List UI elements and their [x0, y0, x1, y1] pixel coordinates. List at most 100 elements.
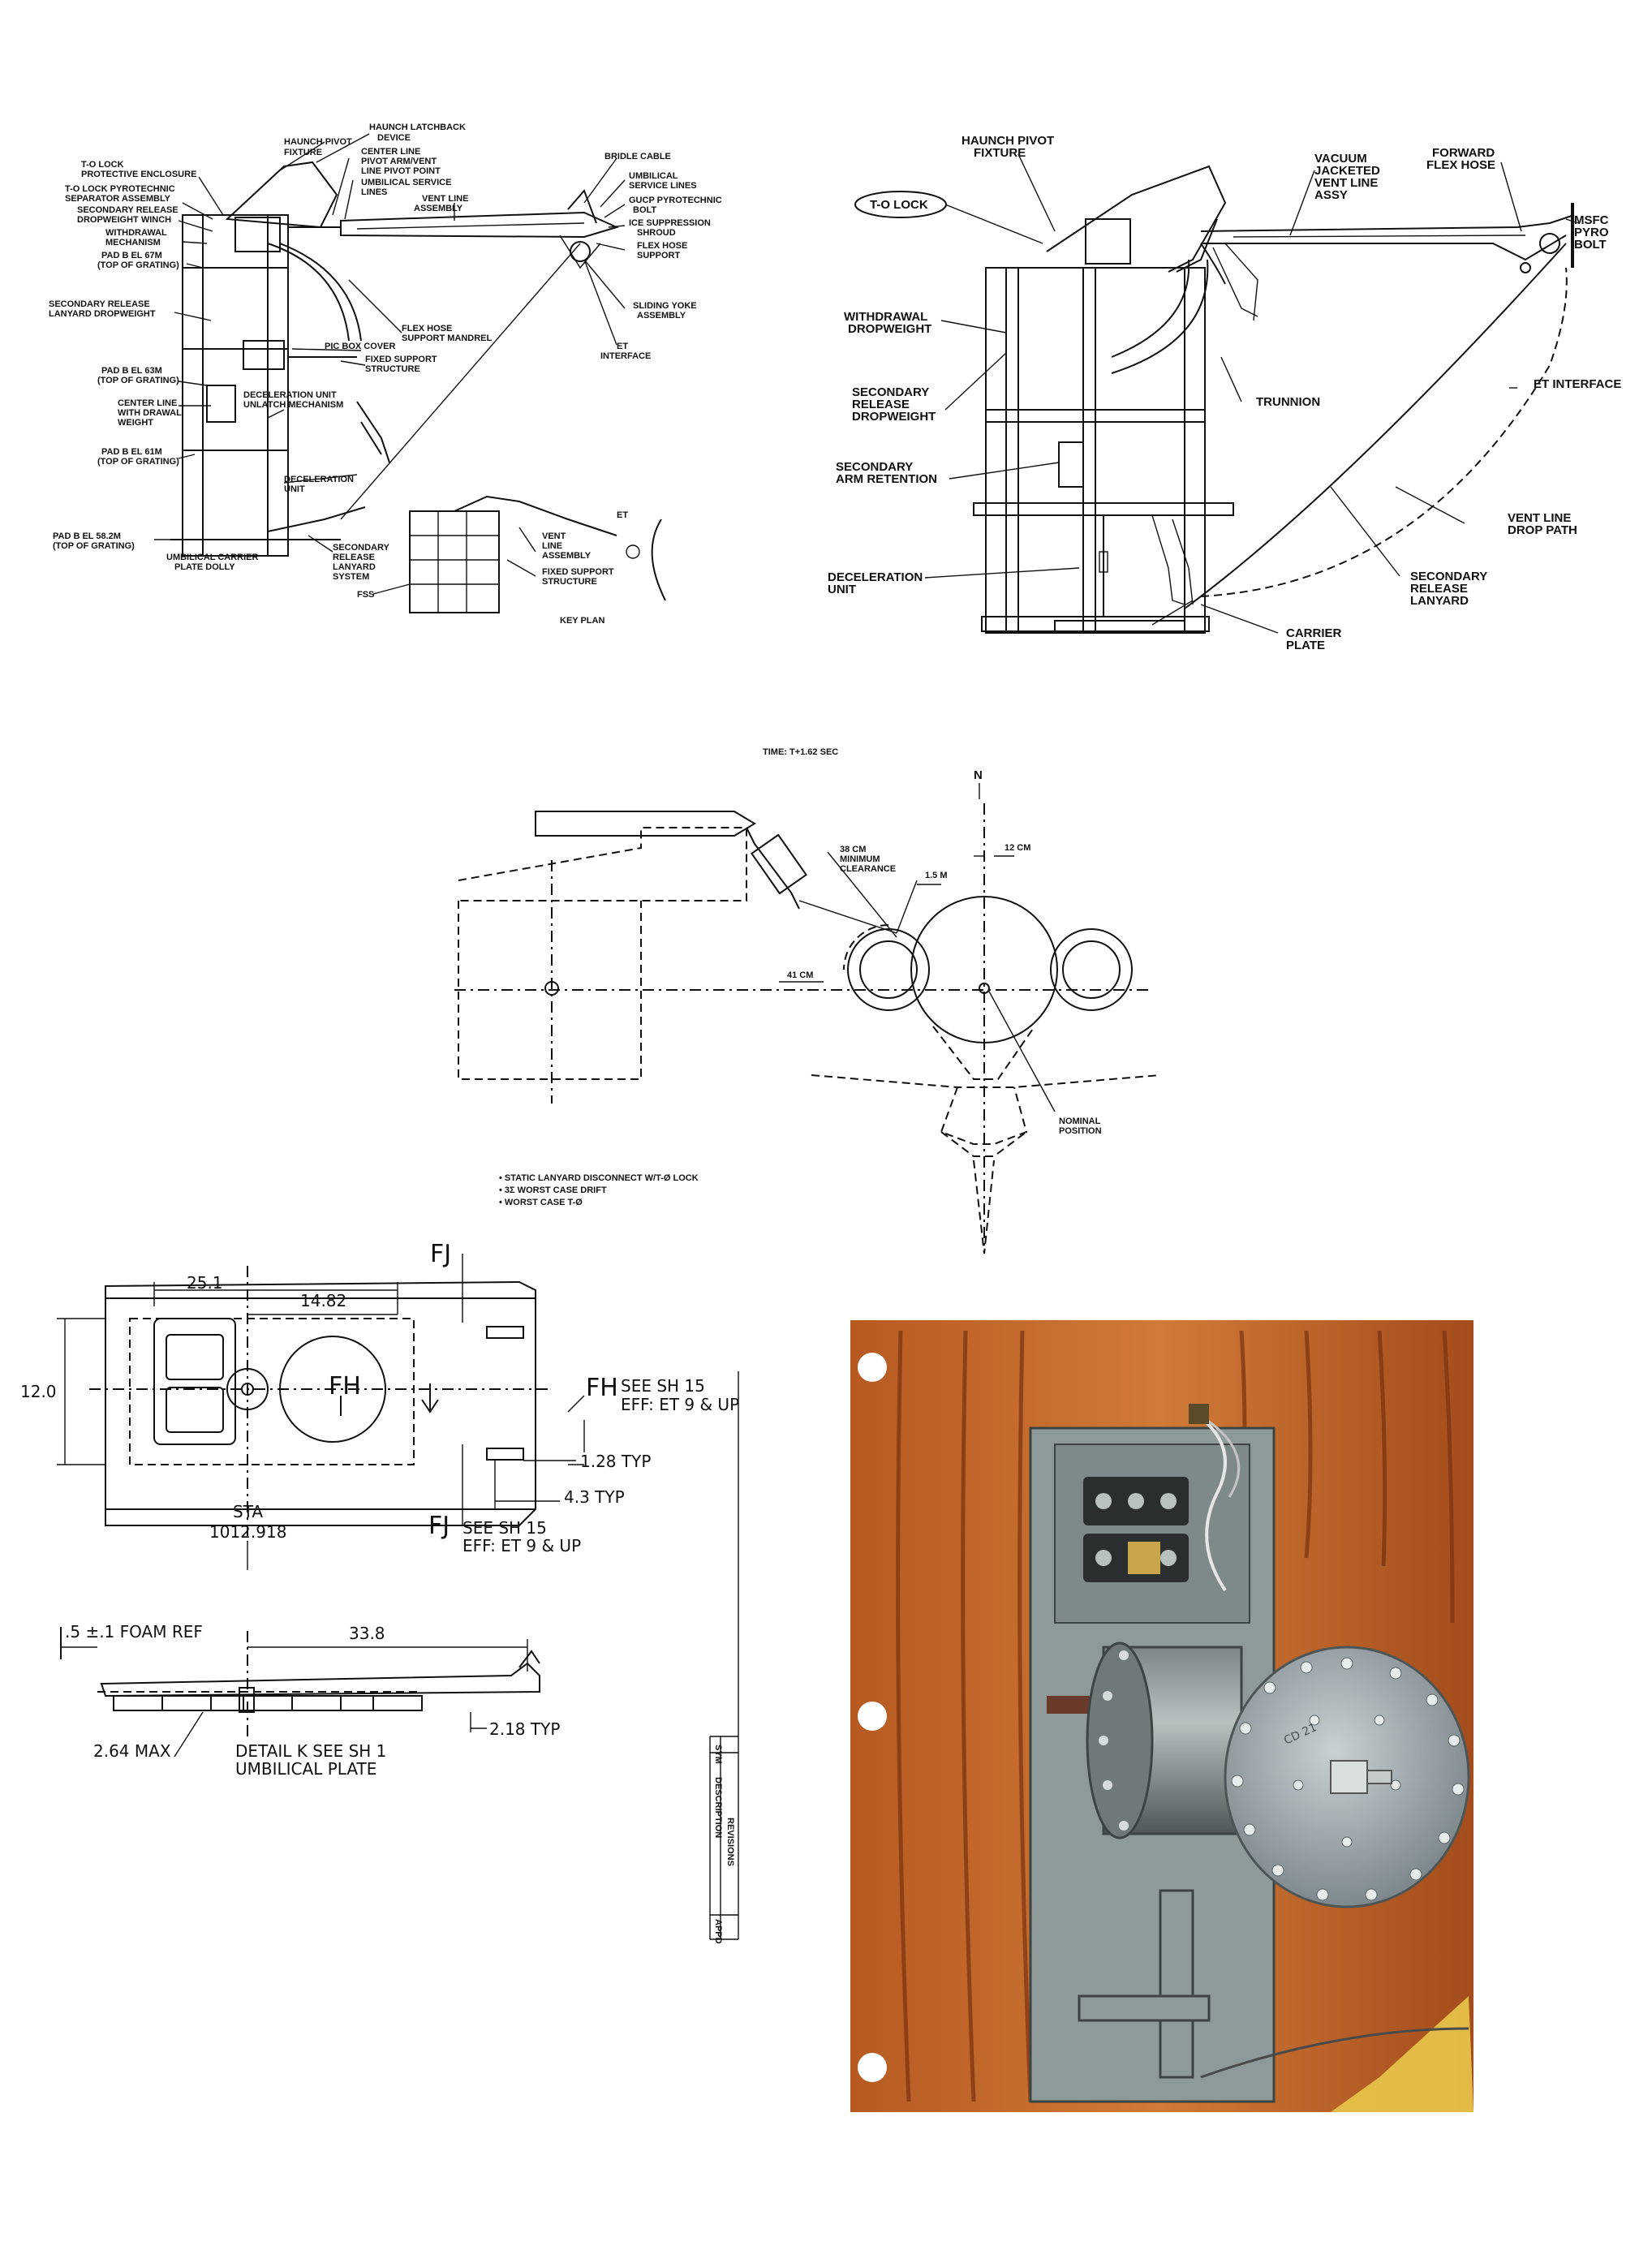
panel-b-drawing: HAUNCH PIVOT FIXTURE VACUUM JACKETED VEN…	[828, 134, 1621, 652]
label-a-33: PLATE DOLLY	[174, 562, 235, 572]
label-a-24: (TOP OF GRATING)	[97, 376, 179, 385]
label-b-27: LANYARD	[1410, 594, 1469, 608]
binder-hole-icon	[858, 2053, 887, 2082]
label-a-47: FLEX HOSE	[402, 324, 452, 333]
note-1: • 3σ WORST CASE DRIFT	[499, 1185, 607, 1195]
label-a-21: SECONDARY RELEASE	[49, 299, 150, 309]
binder-hole-icon	[858, 1702, 887, 1731]
dim-2-64: 2.64 MAX	[93, 1741, 171, 1761]
label-a-58: LANYARD	[333, 562, 376, 572]
label-b-6: FORWARD	[1432, 146, 1495, 160]
label-b-19: DECELERATION	[828, 570, 923, 584]
clearance-label-2: CLEARANCE	[840, 864, 896, 874]
label-a-19: PAD B EL 67m	[101, 251, 162, 260]
detail-k-2: UMBILICAL PLATE	[235, 1759, 376, 1779]
label-b-24: DROP PATH	[1508, 523, 1577, 537]
label-b-8: MSFC	[1574, 213, 1609, 227]
label-a-0: HAUNCH PIVOT	[284, 137, 352, 147]
fj-top-label: FJ	[430, 1240, 451, 1268]
label-a-30: PAD B EL 58.2m	[53, 531, 121, 541]
clearance-label-1: MINIMUM	[840, 854, 880, 864]
label-b-13: DROPWEIGHT	[848, 322, 931, 336]
label-a-27: WEIGHT	[118, 418, 153, 428]
label-a-18: MECHANISM	[105, 238, 161, 247]
label-a-16: DROPWEIGHT WINCH	[77, 215, 171, 225]
label-a-6: LINE PIVOT POINT	[361, 166, 441, 176]
label-b-0: HAUNCH PIVOT	[962, 134, 1054, 148]
label-b-11: T-O LOCK	[870, 198, 928, 212]
label-a-23: PAD B EL 63m	[101, 366, 162, 376]
label-b-2: VACUUM	[1314, 152, 1367, 166]
rev-label-1: DESCRIPTION	[713, 1777, 723, 1838]
label-a-59: SYSTEM	[333, 572, 369, 582]
label-a-60: VENT	[542, 531, 566, 541]
label-a-13: T-O LOCK PYROTECHNIC	[65, 184, 175, 194]
fj-note-2: EFF: ET 9 & UP	[462, 1536, 581, 1555]
label-b-20: UNIT	[828, 583, 856, 596]
foam-ref: .5 ±.1 FOAM REF	[65, 1622, 203, 1641]
label-a-40: SHROUD	[637, 228, 676, 238]
label-a-36: SERVICE LINES	[629, 181, 697, 191]
panel-a-drawing: HAUNCH PIVOT FIXTURE HAUNCH LATCHBACK DE…	[49, 123, 722, 626]
umbilical-plate-photo: CD 21	[850, 1320, 1473, 2112]
label-b-26: RELEASE	[1410, 582, 1468, 596]
label-a-11: T-O LOCK	[81, 160, 124, 170]
label-a-41: FLEX HOSE	[637, 241, 687, 251]
dim-33-8: 33.8	[349, 1624, 385, 1643]
sta-label: STA	[233, 1502, 263, 1521]
label-b-14: SECONDARY	[852, 385, 929, 399]
label-a-20: (TOP OF GRATING)	[97, 260, 179, 270]
label-b-25: SECONDARY	[1410, 570, 1487, 583]
label-a-44: ASSEMBLY	[637, 311, 686, 321]
label-a-12: PROTECTIVE ENCLOSURE	[81, 170, 196, 179]
label-a-2: HAUNCH LATCHBACK	[369, 123, 466, 132]
label-a-51: STRUCTURE	[365, 364, 420, 374]
label-a-10: ASSEMBLY	[414, 204, 463, 213]
label-a-57: RELEASE	[333, 553, 375, 562]
label-b-15: RELEASE	[852, 398, 910, 411]
sta-value: 1012.918	[209, 1522, 286, 1542]
label-a-31: (TOP OF GRATING)	[53, 541, 135, 551]
north-label: N	[974, 768, 983, 782]
label-a-49: PIC BOX COVER	[325, 342, 395, 351]
label-a-17: WITHDRAWAL	[105, 228, 167, 238]
label-a-46: INTERFACE	[600, 351, 651, 361]
fh-note-1: SEE SH 15	[621, 1376, 705, 1396]
label-b-22: ET INTERFACE	[1534, 377, 1621, 391]
label-b-16: DROPWEIGHT	[852, 410, 936, 424]
rev-label-2: REVISIONS	[725, 1818, 735, 1866]
label-b-7: FLEX HOSE	[1426, 158, 1495, 172]
label-b-9: PYRO	[1574, 226, 1609, 239]
dim-4-3: 4.3 TYP	[564, 1487, 625, 1507]
label-a-66: ET	[617, 510, 628, 520]
fh-center-label: FH	[329, 1372, 361, 1401]
label-a-22: LANYARD DROPWEIGHT	[49, 309, 156, 319]
dim-1-28: 1.28 TYP	[580, 1452, 651, 1471]
label-b-12: WITHDRAWAL	[844, 310, 927, 324]
label-b-23: VENT LINE	[1508, 511, 1571, 525]
label-b-1: FIXTURE	[974, 146, 1026, 160]
label-b-5: ASSY	[1314, 188, 1348, 202]
label-a-50: FIXED SUPPORT	[365, 355, 437, 364]
label-a-65: FSS	[357, 590, 374, 600]
label-a-61: LINE	[542, 541, 562, 551]
label-b-10: BOLT	[1574, 238, 1607, 252]
label-a-1: FIXTURE	[284, 148, 322, 157]
label-a-48: SUPPORT MANDREL	[402, 333, 493, 343]
panel-d-drawing: 25.1 14.82 FJ FH 12.0 FH SEE SH 15 EFF: …	[20, 1240, 739, 1944]
dim-2-18: 2.18 TYP	[489, 1719, 560, 1739]
fj-note-1: SEE SH 15	[462, 1518, 547, 1538]
dim-12cm: 12 cm	[1005, 843, 1030, 853]
time-label: TIME: T+1.62 SEC	[763, 747, 838, 757]
label-a-15: SECONDARY RELEASE	[77, 205, 179, 215]
label-a-52: DECELERATION UNIT	[243, 390, 337, 400]
label-b-4: VENT LINE	[1314, 176, 1378, 190]
nominal-label-0: NOMINAL	[1059, 1117, 1101, 1126]
label-a-62: ASSEMBLY	[542, 551, 592, 561]
label-a-28: PAD B EL 61m	[101, 447, 162, 457]
dim-25-1: 25.1	[187, 1273, 223, 1293]
note-2: • WORST CASE T-Ø	[499, 1198, 583, 1207]
label-a-64: STRUCTURE	[542, 577, 597, 587]
label-a-25: CENTER LINE	[118, 398, 177, 408]
nominal-label-1: POSITION	[1059, 1126, 1102, 1136]
